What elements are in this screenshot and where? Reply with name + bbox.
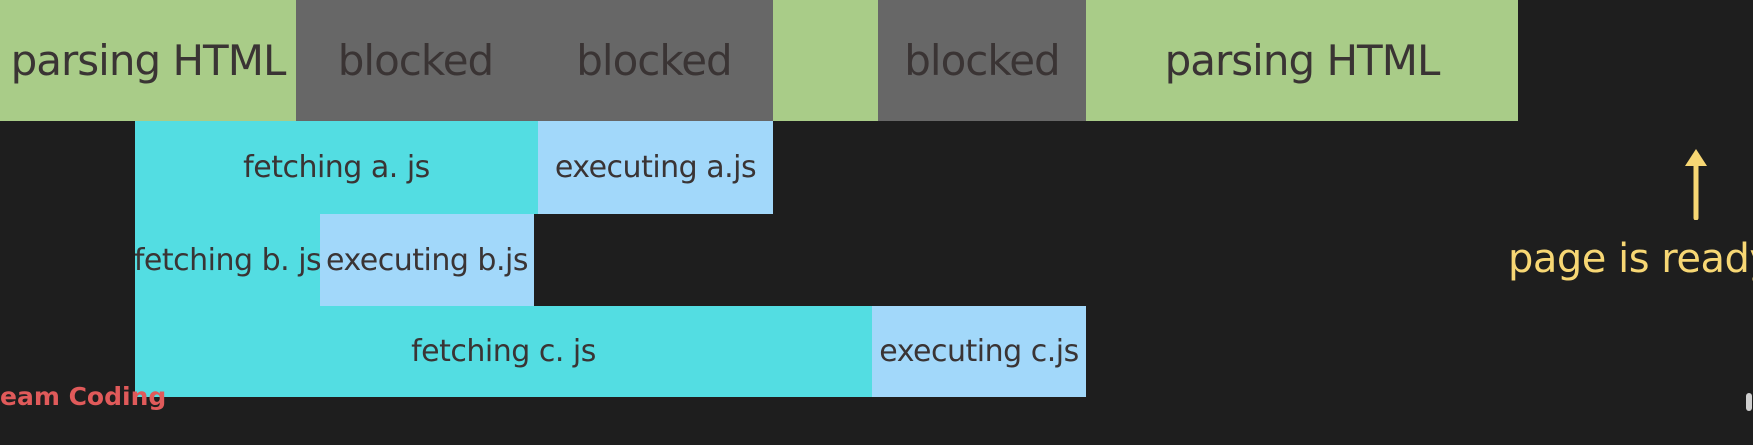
seg-parsing-1: parsing HTML — [0, 0, 296, 121]
seg-blocked-3: blocked — [878, 0, 1086, 121]
seg-fetch-c: fetching c. js — [135, 306, 872, 397]
page-ready-label: page is ready — [1508, 236, 1753, 282]
watermark-text: eam Coding — [0, 382, 167, 411]
seg-parsing-2: parsing HTML — [1086, 0, 1518, 121]
seg-exec-b: executing b.js — [320, 214, 534, 306]
edge-mark — [1746, 393, 1752, 411]
seg-parsing-gap — [773, 0, 878, 121]
seg-exec-c: executing c.js — [872, 306, 1086, 397]
seg-fetch-b: fetching b. js — [135, 214, 320, 306]
seg-fetch-a: fetching a. js — [135, 121, 538, 214]
arrow-up-head — [1685, 149, 1707, 166]
seg-blocked-2: blocked — [535, 0, 773, 121]
seg-exec-a: executing a.js — [538, 121, 773, 214]
seg-blocked-1: blocked — [296, 0, 535, 121]
arrow-up-icon — [1685, 149, 1707, 220]
